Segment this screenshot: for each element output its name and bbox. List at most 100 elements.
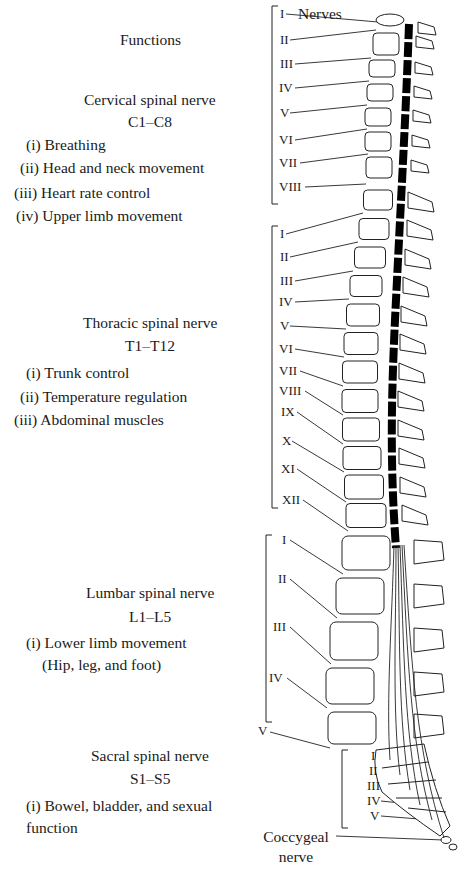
spinous-process <box>414 714 444 738</box>
segment-range: C1–C8 <box>128 111 172 133</box>
nerve-line <box>300 154 368 163</box>
segment-range: T1–T12 <box>125 335 175 357</box>
function-item: (i) Breathing <box>26 134 106 156</box>
vertebra-numeral: III <box>367 779 380 793</box>
region-heading: Cervical spinal nerve <box>84 89 216 111</box>
spinous-process <box>414 584 444 608</box>
vertebra-numeral: II <box>278 572 287 586</box>
function-item: (ii) Temperature regulation <box>20 386 187 408</box>
spinous-process <box>400 477 426 497</box>
region-bracket <box>266 535 272 722</box>
nerve-line <box>290 30 376 40</box>
function-item: (i) Lower limb movement (Hip, leg, and f… <box>26 632 204 676</box>
vertebral-body <box>345 475 384 499</box>
nerve-line <box>300 371 343 386</box>
vertebral-body <box>359 219 389 240</box>
nerve-line <box>297 469 346 502</box>
spinous-process <box>401 306 427 326</box>
nerve-line <box>295 81 369 88</box>
vertebral-body <box>342 390 378 413</box>
vertebra-numeral: XI <box>281 462 295 476</box>
vertebra-numeral: I <box>371 749 375 763</box>
vertebra-numeral: I <box>280 227 284 241</box>
region-bracket <box>342 750 348 828</box>
spinous-process <box>399 363 425 383</box>
nerve-label: Nerves <box>298 3 342 25</box>
nerve-line <box>303 500 348 531</box>
vertebral-body <box>344 333 378 355</box>
vertebra-numeral: V <box>370 809 379 823</box>
spinous-process <box>399 448 425 468</box>
spinous-process <box>414 540 444 564</box>
vertebra-numeral: XII <box>282 493 300 507</box>
nerve-line <box>290 540 343 574</box>
nerve-line <box>297 412 343 444</box>
region-heading: Thoracic spinal nerve <box>83 312 217 334</box>
vertebra-numeral: I <box>280 7 284 21</box>
vertebra-numeral: II <box>280 250 289 264</box>
cauda-equina <box>389 545 444 838</box>
cauda-equina <box>395 545 400 775</box>
vertebral-body <box>343 447 381 470</box>
vertebra-numeral: III <box>273 620 286 634</box>
vertebra-numeral: III <box>280 274 293 288</box>
region-bracket <box>272 6 278 204</box>
vertebral-body <box>343 361 378 383</box>
nerve-line <box>290 627 331 664</box>
spinal-cord <box>392 24 409 548</box>
sacrum <box>449 844 457 850</box>
vertebra-numeral: III <box>280 57 293 71</box>
vertebra-numeral: V <box>258 724 267 738</box>
function-item: (ii) Head and neck movement <box>20 157 204 179</box>
vertebra-numeral: IV <box>367 794 381 808</box>
spinous-process <box>407 220 433 240</box>
vertebral-body <box>355 247 386 268</box>
spinous-process <box>403 277 429 297</box>
segment-range: L1–L5 <box>129 606 171 628</box>
spinous-process <box>415 62 433 75</box>
spinous-process <box>414 86 432 99</box>
spinous-process <box>416 36 434 49</box>
nerve-line <box>305 184 366 187</box>
vertebral-body <box>346 504 386 528</box>
nerve-line <box>270 14 444 840</box>
vertebra-numeral: IX <box>281 405 295 419</box>
spinous-process <box>411 160 429 173</box>
spinous-process <box>398 391 424 411</box>
sacrum <box>441 837 451 844</box>
nerve-line <box>287 678 327 708</box>
spinous-process <box>412 135 430 148</box>
spinous-process <box>414 628 444 652</box>
vertebra-numeral: VII <box>279 156 297 170</box>
nerve-line <box>286 213 363 234</box>
vertebra-numeral: IV <box>279 81 293 95</box>
vertebral-body <box>365 108 391 126</box>
nerve-line <box>290 326 346 329</box>
vertebra-numeral: V <box>280 319 289 333</box>
vertebra-numeral: VIII <box>279 384 301 398</box>
vertebral-body <box>364 190 393 210</box>
nerve-line <box>292 441 344 472</box>
vertebra-numeral: IV <box>279 295 293 309</box>
vertebral-body <box>376 14 404 26</box>
spinous-process <box>402 505 428 525</box>
nerve-line <box>295 129 367 140</box>
function-item: (i) Bowel, bladder, and sexual function <box>26 795 241 839</box>
nerve-line <box>295 349 344 357</box>
vertebral-body <box>373 33 399 55</box>
nerve-label: Coccygeal nerve <box>251 827 341 867</box>
region-bracket <box>266 6 348 828</box>
vertebra-numeral: VIII <box>279 180 301 194</box>
nerve-line <box>290 579 337 618</box>
nerve-line <box>290 105 367 113</box>
vertebral-body <box>342 536 390 570</box>
vertebra-numeral: VI <box>279 342 293 356</box>
region-heading: Lumbar spinal nerve <box>86 582 214 604</box>
nerve-line <box>270 732 330 748</box>
function-item: (i) Trunk control <box>26 362 129 384</box>
vertebral-body <box>336 578 384 614</box>
cauda-equina <box>404 545 444 838</box>
vertebra-numeral: II <box>280 33 289 47</box>
vertebral-body <box>347 304 380 326</box>
nerve-line <box>295 58 371 64</box>
